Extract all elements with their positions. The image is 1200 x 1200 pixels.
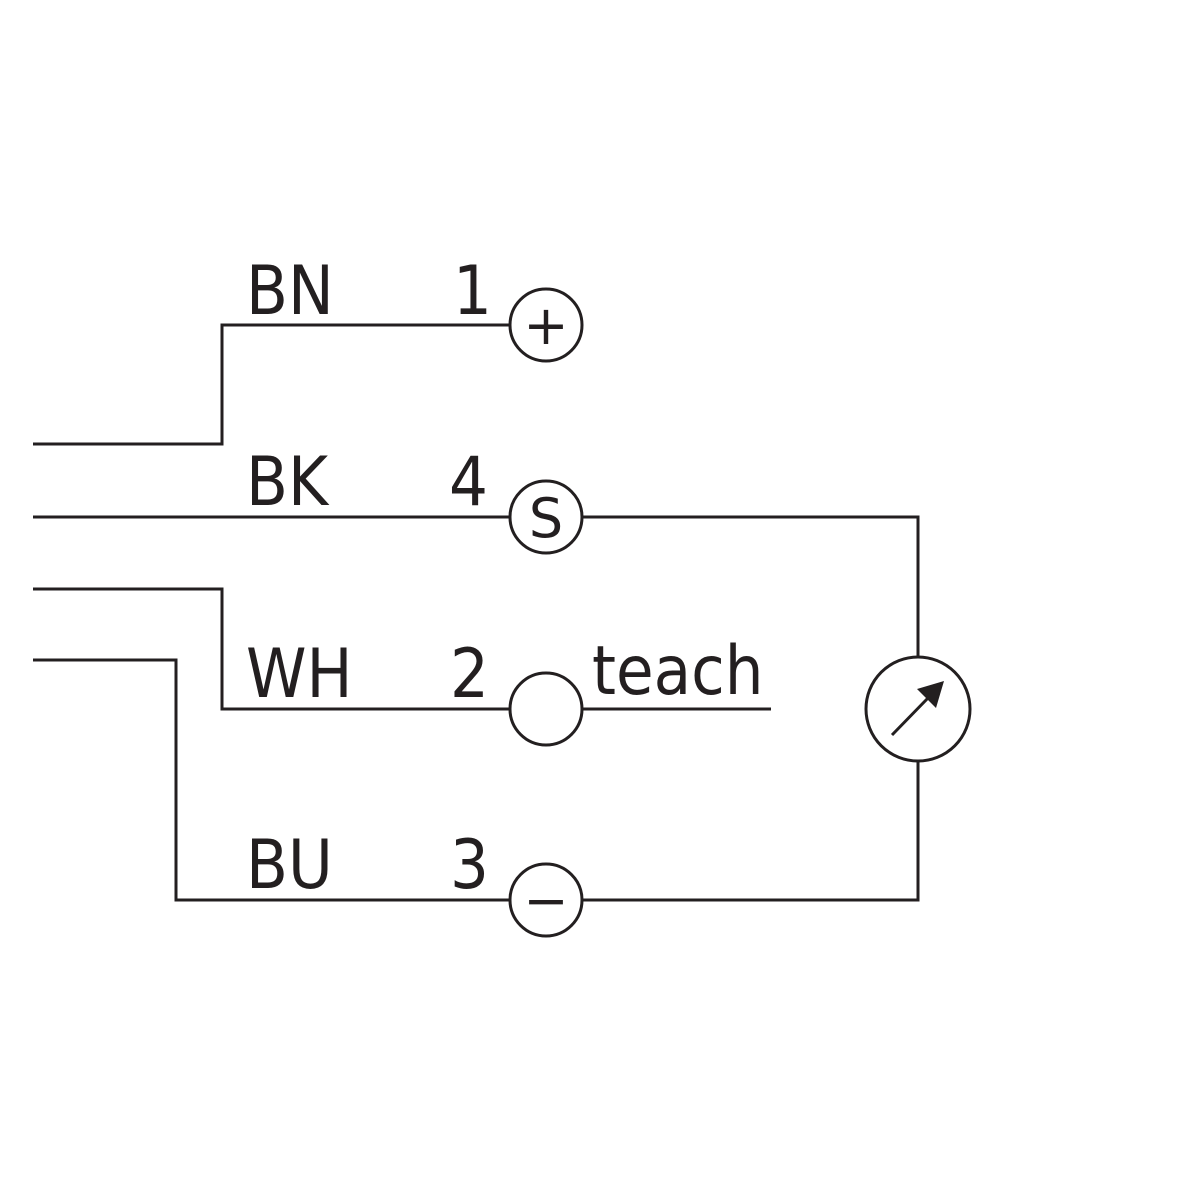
terminal-1-symbol: + [523,294,568,357]
wire-bn [33,323,510,446]
meter-arrowhead [917,681,944,708]
wire-bu [33,658,510,902]
terminal-group [508,287,584,938]
terminal-4-symbol: S [529,487,563,550]
meter-icon [864,655,972,763]
meter-needle [890,696,930,737]
color-code-labels: BN BK WH BU [246,252,353,905]
pin-3: 3 [450,826,489,905]
teach-label: teach [592,632,764,711]
terminal-2 [508,671,584,747]
terminal-1 [508,287,584,363]
terminal-4 [508,479,584,555]
terminal-3-symbol: − [523,869,568,932]
label-bu: BU [246,826,333,905]
wire-wh [33,587,510,711]
terminal-symbols: + S − [523,294,568,932]
pin-1: 1 [453,252,492,331]
pin-labels: 1 4 2 3 [449,252,492,905]
return-line [582,761,920,902]
label-bk: BK [246,443,330,522]
pin-2: 2 [450,635,489,714]
terminal-3 [508,862,584,938]
label-bn: BN [246,252,334,331]
load-circuit [582,515,920,902]
signal-line [582,515,920,657]
wire-group [33,323,510,902]
pin-4: 4 [449,443,488,522]
label-wh: WH [246,635,353,714]
